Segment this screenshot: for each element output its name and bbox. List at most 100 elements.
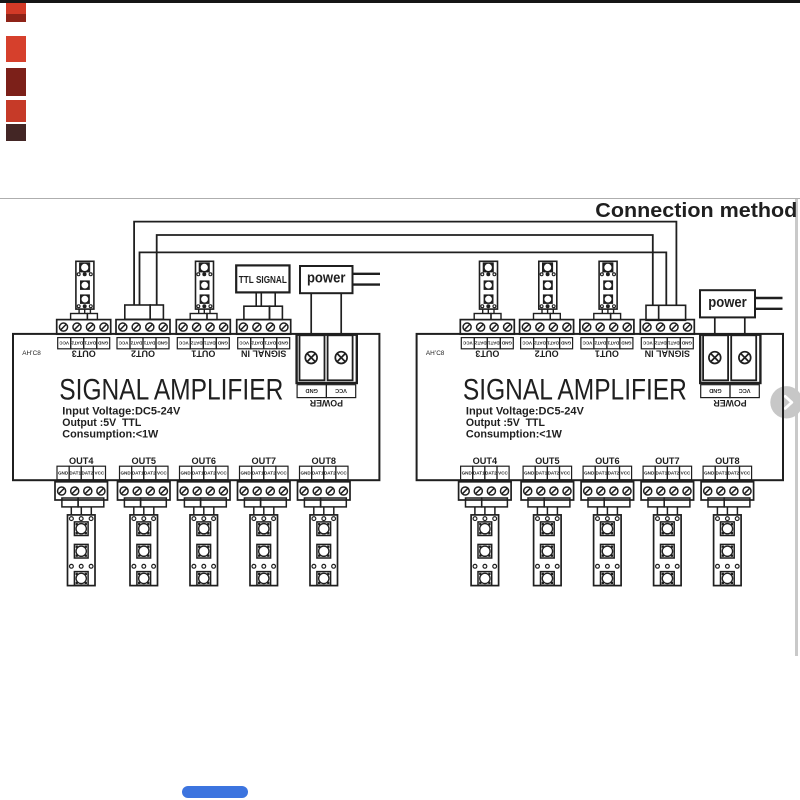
- svg-text:DAT2: DAT2: [191, 341, 203, 346]
- svg-text:VCC: VCC: [621, 471, 631, 476]
- svg-text:DAT1: DAT1: [595, 471, 607, 476]
- svg-text:GND: GND: [462, 471, 473, 476]
- svg-text:SIGNAL IN: SIGNAL IN: [241, 349, 286, 359]
- svg-text:SIGNAL IN: SIGNAL IN: [645, 349, 690, 359]
- svg-text:AHʼC8: AHʼC8: [22, 349, 41, 357]
- svg-text:VCC: VCC: [739, 387, 751, 393]
- svg-text:DAT1: DAT1: [69, 471, 81, 476]
- svg-text:VCC: VCC: [337, 471, 347, 476]
- svg-text:DAT2: DAT2: [548, 471, 560, 476]
- svg-text:Output :5V TTL: Output :5V TTL: [466, 417, 545, 429]
- svg-text:DAT1: DAT1: [264, 341, 276, 346]
- svg-text:GND: GND: [704, 471, 715, 476]
- svg-text:GND: GND: [305, 387, 317, 393]
- svg-text:GND: GND: [120, 471, 131, 476]
- svg-text:VCC: VCC: [582, 341, 592, 346]
- svg-text:DAT2: DAT2: [655, 341, 667, 346]
- svg-text:power: power: [307, 270, 346, 287]
- svg-text:OUT6: OUT6: [192, 456, 217, 466]
- svg-text:Connection method: Connection method: [595, 200, 797, 222]
- svg-text:OUT8: OUT8: [715, 456, 740, 466]
- svg-text:DAT1: DAT1: [607, 341, 619, 346]
- svg-text:DAT1: DAT1: [535, 471, 547, 476]
- svg-text:SIGNAL AMPLIFIER: SIGNAL AMPLIFIER: [59, 374, 283, 407]
- svg-text:AHʼC8: AHʼC8: [426, 349, 445, 357]
- svg-text:DAT2: DAT2: [485, 471, 497, 476]
- svg-text:DAT1: DAT1: [668, 341, 680, 346]
- svg-text:GND: GND: [621, 341, 632, 346]
- svg-text:OUT1: OUT1: [191, 349, 215, 359]
- svg-text:DAT2: DAT2: [130, 341, 142, 346]
- svg-text:DAT2: DAT2: [204, 471, 216, 476]
- svg-text:VCC: VCC: [522, 341, 532, 346]
- svg-text:Input Voltage:DC5-24V: Input Voltage:DC5-24V: [466, 406, 584, 418]
- svg-text:VCC: VCC: [335, 387, 347, 393]
- svg-text:DAT2: DAT2: [668, 471, 680, 476]
- svg-text:SIGNAL AMPLIFIER: SIGNAL AMPLIFIER: [463, 374, 687, 407]
- svg-text:GND: GND: [157, 341, 168, 346]
- svg-text:DAT1: DAT1: [132, 471, 144, 476]
- svg-text:OUT6: OUT6: [595, 456, 620, 466]
- svg-text:OUT3: OUT3: [72, 349, 96, 359]
- svg-text:VCC: VCC: [277, 471, 287, 476]
- svg-text:VCC: VCC: [217, 471, 227, 476]
- svg-text:GND: GND: [300, 471, 311, 476]
- svg-text:DAT2: DAT2: [251, 341, 263, 346]
- svg-text:DAT2: DAT2: [144, 471, 156, 476]
- svg-text:GND: GND: [217, 341, 228, 346]
- svg-text:DAT1: DAT1: [715, 471, 727, 476]
- svg-text:DAT1: DAT1: [547, 341, 559, 346]
- svg-text:DAT2: DAT2: [81, 471, 93, 476]
- svg-text:TTL SIGNAL: TTL SIGNAL: [239, 275, 287, 286]
- svg-text:GND: GND: [277, 341, 288, 346]
- svg-text:GND: GND: [584, 471, 595, 476]
- svg-text:VCC: VCC: [462, 341, 472, 346]
- svg-text:POWER: POWER: [713, 398, 747, 408]
- svg-text:DAT1: DAT1: [473, 471, 485, 476]
- svg-text:GND: GND: [58, 471, 69, 476]
- svg-text:DAT1: DAT1: [488, 341, 500, 346]
- svg-text:GND: GND: [180, 471, 191, 476]
- svg-text:Output :5V TTL: Output :5V TTL: [62, 417, 141, 429]
- svg-text:DAT2: DAT2: [71, 341, 83, 346]
- svg-text:DAT1: DAT1: [143, 341, 155, 346]
- svg-text:DAT2: DAT2: [475, 341, 487, 346]
- svg-text:power: power: [708, 294, 747, 311]
- svg-text:OUT3: OUT3: [475, 349, 499, 359]
- svg-text:DAT1: DAT1: [655, 471, 667, 476]
- svg-text:GND: GND: [709, 387, 721, 393]
- svg-text:VCC: VCC: [157, 471, 167, 476]
- svg-text:DAT1: DAT1: [204, 341, 216, 346]
- svg-text:VCC: VCC: [95, 471, 105, 476]
- svg-text:DAT2: DAT2: [324, 471, 336, 476]
- svg-text:DAT1: DAT1: [192, 471, 204, 476]
- svg-text:VCC: VCC: [561, 471, 571, 476]
- svg-text:VCC: VCC: [741, 471, 751, 476]
- svg-text:DAT2: DAT2: [264, 471, 276, 476]
- svg-text:Consumption:<1W: Consumption:<1W: [62, 429, 158, 441]
- svg-text:DAT1: DAT1: [252, 471, 264, 476]
- svg-text:VCC: VCC: [178, 341, 188, 346]
- svg-text:DAT2: DAT2: [594, 341, 606, 346]
- svg-text:GND: GND: [560, 341, 571, 346]
- svg-text:GND: GND: [524, 471, 535, 476]
- svg-text:VCC: VCC: [681, 471, 691, 476]
- svg-text:OUT4: OUT4: [473, 456, 498, 466]
- svg-text:VCC: VCC: [642, 341, 652, 346]
- svg-text:Consumption:<1W: Consumption:<1W: [466, 429, 562, 441]
- svg-text:DAT1: DAT1: [312, 471, 324, 476]
- svg-text:GND: GND: [240, 471, 251, 476]
- svg-text:OUT7: OUT7: [252, 456, 277, 466]
- svg-text:GND: GND: [501, 341, 512, 346]
- svg-text:DAT2: DAT2: [728, 471, 740, 476]
- svg-text:OUT1: OUT1: [595, 349, 619, 359]
- svg-text:OUT8: OUT8: [312, 456, 337, 466]
- svg-text:OUT5: OUT5: [535, 456, 560, 466]
- svg-text:OUT2: OUT2: [131, 349, 155, 359]
- svg-text:VCC: VCC: [118, 341, 128, 346]
- svg-text:DAT2: DAT2: [608, 471, 620, 476]
- svg-text:GND: GND: [644, 471, 655, 476]
- svg-text:OUT4: OUT4: [69, 456, 94, 466]
- svg-text:GND: GND: [97, 341, 108, 346]
- svg-text:OUT5: OUT5: [132, 456, 157, 466]
